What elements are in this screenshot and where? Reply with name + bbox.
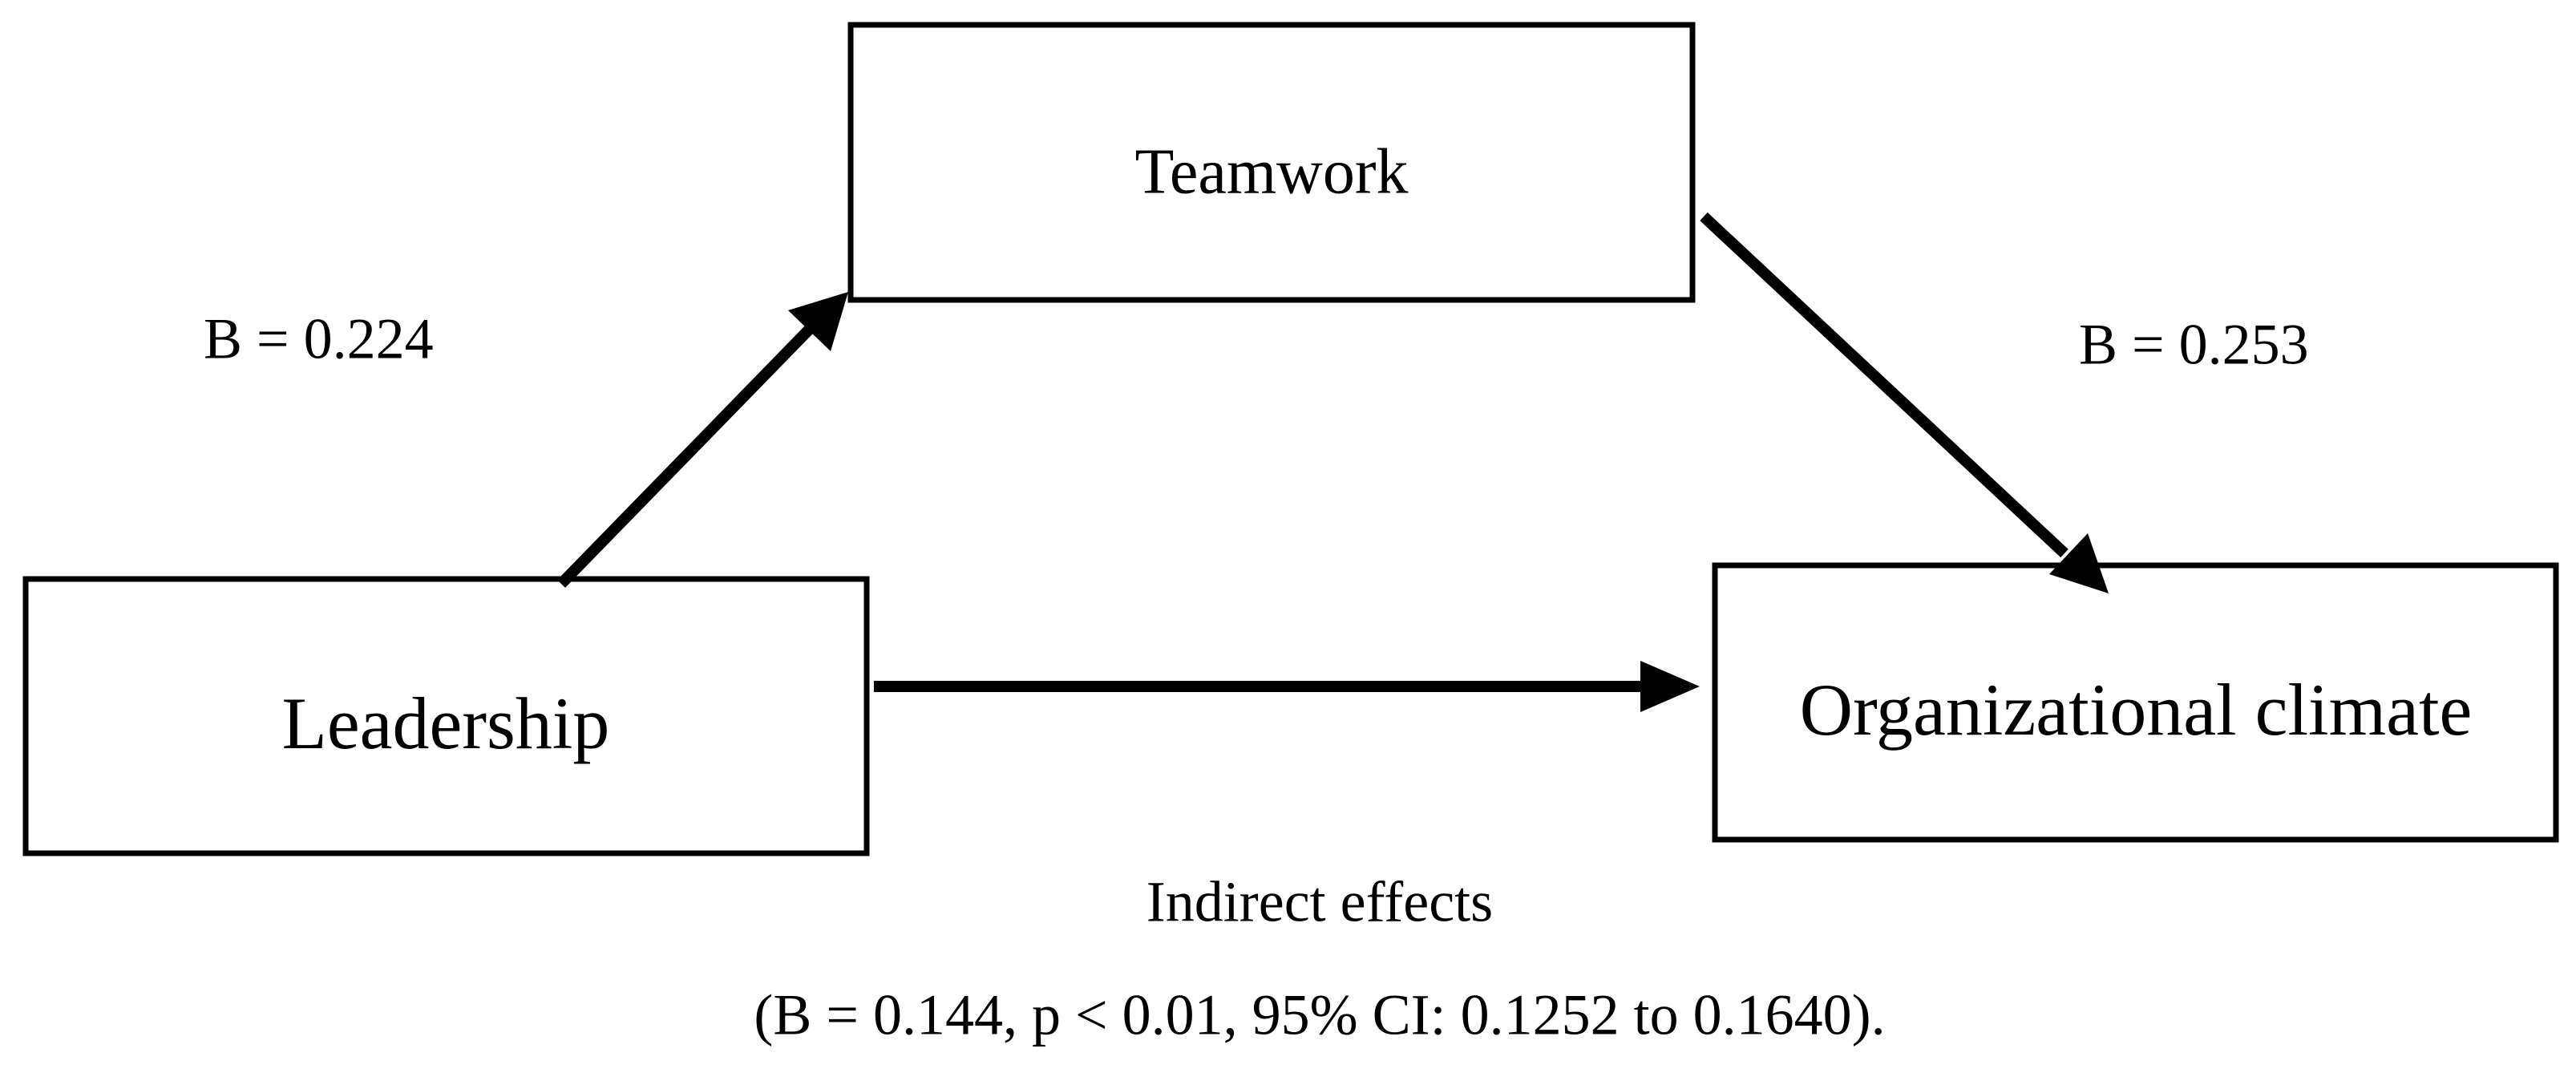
node-teamwork-label: Teamwork bbox=[1135, 136, 1409, 207]
node-organizational-climate: Organizational climate bbox=[1712, 562, 2559, 843]
node-climate-label: Organizational climate bbox=[1800, 669, 2473, 751]
node-teamwork: Teamwork bbox=[847, 22, 1696, 303]
node-teamwork-box bbox=[847, 22, 1696, 303]
node-leadership-box bbox=[22, 576, 870, 856]
edge-leadership-to-teamwork bbox=[556, 292, 848, 588]
node-leadership-label: Leadership bbox=[282, 682, 610, 764]
coef-teamwork-climate: B = 0.253 bbox=[2079, 313, 2309, 377]
node-climate-box bbox=[1712, 562, 2559, 843]
indirect-effects-title: Indirect effects bbox=[1146, 870, 1493, 934]
arrowhead-teamwork-icon bbox=[788, 292, 848, 351]
arrowhead-climate-top-icon bbox=[2049, 533, 2109, 593]
coef-leadership-teamwork: B = 0.224 bbox=[204, 307, 434, 371]
edge-teamwork-to-climate bbox=[1700, 212, 2109, 593]
edge-leadership-to-climate bbox=[874, 661, 1700, 712]
arrowhead-climate-direct-icon bbox=[1640, 661, 1700, 712]
edge-leadership-to-teamwork-line bbox=[556, 325, 815, 588]
node-leadership: Leadership bbox=[22, 576, 870, 856]
indirect-effects-stats: (B = 0.144, p < 0.01, 95% CI: 0.1252 to … bbox=[754, 983, 1885, 1047]
edge-teamwork-to-climate-line bbox=[1700, 212, 2068, 558]
